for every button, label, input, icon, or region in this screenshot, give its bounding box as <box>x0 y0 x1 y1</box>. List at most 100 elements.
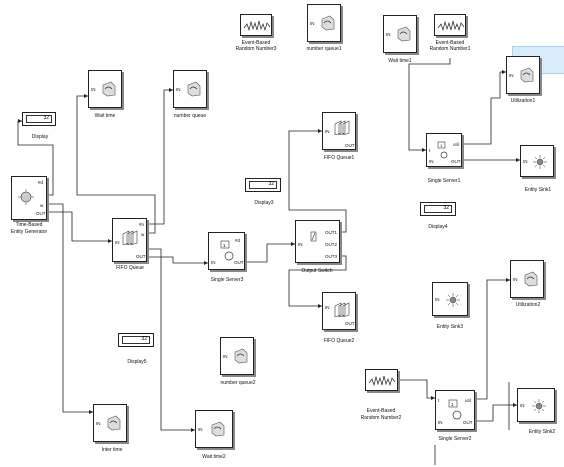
port-in-label: IN <box>96 421 101 426</box>
port-in-label: IN <box>386 32 391 37</box>
port-w-label: w <box>141 232 145 237</box>
display3-block[interactable]: 32 <box>245 178 281 192</box>
arrow-head <box>513 403 517 407</box>
random-signal-icon <box>368 375 396 387</box>
scope-icon <box>102 81 116 97</box>
fifo-queue2-label: FIFO Queue2 <box>323 338 355 344</box>
entity-sink2-block[interactable]: IN <box>517 388 555 422</box>
port-in-label: IN <box>523 159 528 164</box>
entity-generator-label1: Time-Based <box>15 222 43 228</box>
output-switch-label: Output Switch <box>301 268 333 274</box>
wait-time-label: Wait time <box>94 113 116 119</box>
port-in-label: IN <box>520 403 525 408</box>
utilization1-label: Utilization1 <box>510 98 536 104</box>
number-queue-block[interactable]: IN <box>173 70 207 108</box>
arrow-head <box>204 261 208 265</box>
svg-text:1: 1 <box>440 143 443 148</box>
port-util-label: util <box>465 398 471 403</box>
number-queue2-block[interactable]: IN <box>220 337 254 375</box>
random-number1-block[interactable] <box>434 14 466 36</box>
random-number2-block[interactable] <box>365 369 398 391</box>
server-icon: 1 <box>448 399 462 420</box>
scope-icon <box>211 421 225 437</box>
random-number3-label2: Random Number3 <box>235 46 277 52</box>
arrow-head <box>18 119 22 123</box>
output-switch-block[interactable]: IN OUT1 OUT2 OUT3 <box>295 220 340 263</box>
port-out2-label: OUT2 <box>325 242 338 247</box>
wait-time1-block[interactable]: IN <box>383 15 417 53</box>
fifo-queue1-block[interactable]: IN OUT <box>322 112 356 150</box>
line-gen-fifo <box>47 211 112 242</box>
scope-icon <box>107 415 121 431</box>
display-block[interactable]: 32 <box>22 112 56 126</box>
wait-time2-block[interactable]: IN <box>195 410 233 448</box>
random-number1-label2: Random Number1 <box>429 46 471 52</box>
queue-icon <box>334 302 350 317</box>
entity-sink3-block[interactable]: IN <box>432 282 468 316</box>
port-t-label: t <box>429 148 431 153</box>
number-queue1-label: number queue1 <box>306 46 342 52</box>
port-out-label: OUT <box>463 420 473 425</box>
entity-sink2-label: Entity Sink2 <box>528 429 556 435</box>
port-out-label: OUT <box>345 321 355 326</box>
random-signal-icon <box>243 20 271 32</box>
display4-block[interactable]: 32 <box>420 202 456 216</box>
port-in-label: IN <box>115 240 120 245</box>
entity-generator-block[interactable]: #d w OUT <box>11 176 47 220</box>
number-queue-label: number queue <box>173 113 207 119</box>
random-number2-label2: Random Number2 <box>360 415 402 421</box>
number-queue1-block[interactable]: IN <box>307 4 341 42</box>
display-label: Display <box>31 134 49 140</box>
arrow-head <box>169 88 173 92</box>
server-icon: 1 <box>220 240 234 261</box>
port-ta-label: #d <box>38 180 44 185</box>
queue-icon <box>334 120 350 135</box>
port-in-label: IN <box>223 354 228 359</box>
random-number3-label1: Event-Based <box>241 40 271 46</box>
inter-time-block[interactable]: IN <box>93 404 127 442</box>
display5-block[interactable]: 32 <box>118 333 154 347</box>
arrow-head <box>506 278 510 282</box>
utilization2-block[interactable]: IN <box>510 260 544 298</box>
display4-value: 32 <box>424 205 452 213</box>
wait-time-block[interactable]: IN <box>88 70 122 108</box>
random-number3-block[interactable] <box>240 14 272 36</box>
display5-label: Display5 <box>127 359 147 365</box>
port-n-label: #n <box>139 222 145 227</box>
line-switch-fifo1 <box>288 130 347 233</box>
arrow-head <box>318 129 322 133</box>
line-gen-intertime <box>47 203 93 413</box>
random-number1-label1: Event-Based <box>435 40 465 46</box>
random-number2-label1: Event-Based <box>366 408 396 414</box>
scope-icon <box>187 81 201 97</box>
fifo-queue1-label: FIFO Queue1 <box>323 155 355 161</box>
port-in-label: IN <box>429 159 434 164</box>
port-in-label: IN <box>211 260 216 265</box>
single-server2-label: Single Server2 <box>438 436 472 442</box>
scope-icon <box>520 67 534 83</box>
fifo-queue-block[interactable]: #n w IN OUT <box>112 218 147 262</box>
single-server3-block[interactable]: #d IN OUT 1 <box>208 232 245 270</box>
line-server1-util1 <box>462 71 506 145</box>
line-switch-fifo2 <box>288 255 347 307</box>
utilization1-block[interactable]: IN <box>506 56 540 94</box>
single-server3-label: Single Server3 <box>210 277 244 283</box>
arrow-head <box>318 304 322 308</box>
single-server2-block[interactable]: t IN util OUT 1 <box>435 390 475 430</box>
wait-time1-label: Wait time1 <box>388 58 412 64</box>
line-server3-switch <box>245 243 295 263</box>
port-in-label: IN <box>325 129 330 134</box>
display4-label: Display4 <box>428 224 448 230</box>
entity-sink1-block[interactable]: IN <box>520 145 554 177</box>
single-server1-block[interactable]: t IN util OUT 1 <box>426 133 462 167</box>
line-erng1-server1 <box>408 58 451 151</box>
port-in-label: IN <box>176 87 181 92</box>
display3-value: 32 <box>249 181 277 189</box>
entity-sink3-label: Entity Sink3 <box>436 324 464 330</box>
switch-icon <box>310 231 317 242</box>
scope-icon <box>321 15 335 31</box>
sink-icon <box>532 399 546 413</box>
inter-time-label: Inter time <box>101 447 123 453</box>
line-server2-sink2 <box>475 404 517 422</box>
fifo-queue2-block[interactable]: IN OUT <box>322 292 356 330</box>
